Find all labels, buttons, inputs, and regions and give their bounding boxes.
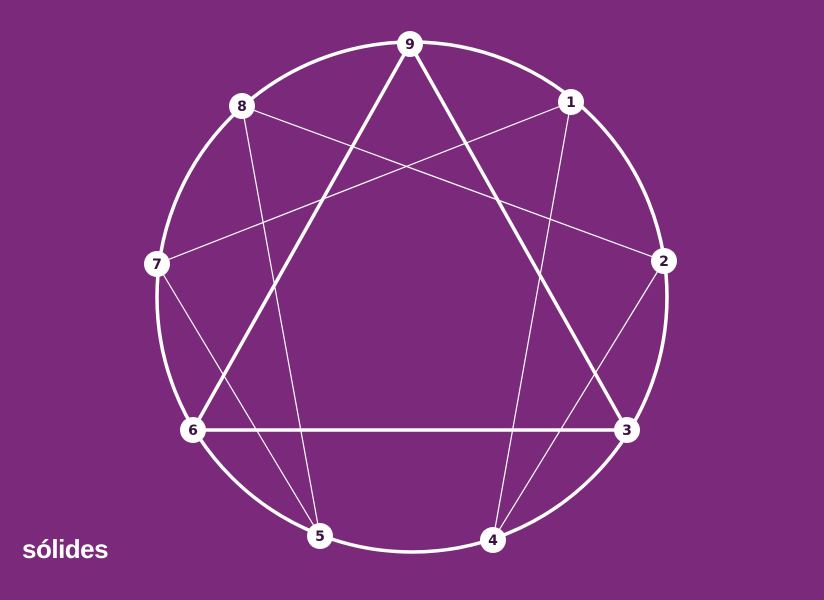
node-5: 5: [307, 523, 333, 549]
node-label: 9: [405, 37, 415, 53]
solides-logo: sólides: [22, 534, 109, 564]
node-4: 4: [480, 527, 506, 553]
hexad-line-8-5: [241, 105, 321, 537]
node-circle: [480, 527, 506, 553]
node-label: 8: [237, 99, 247, 115]
triangle-lines: [191, 42, 629, 432]
node-label: 1: [566, 95, 576, 111]
node-label: 7: [152, 257, 162, 273]
hexad-line-5-7: [156, 263, 321, 537]
hexad-line-2-8: [241, 105, 665, 262]
outer-circle: [155, 40, 669, 554]
hexad-line-7-1: [156, 101, 572, 265]
node-1: 1: [558, 89, 584, 115]
nodes: 9 1 2 3 4 5 6 7 8: [144, 31, 677, 553]
node-circle: [614, 417, 640, 443]
hexad-line-4-2: [492, 260, 665, 541]
node-2: 2: [651, 248, 677, 274]
hexad-lines: [156, 101, 665, 541]
node-circle: [144, 251, 170, 277]
node-circle: [558, 89, 584, 115]
node-label: 6: [188, 423, 198, 439]
node-label: 3: [622, 423, 632, 439]
triangle-line-6-9: [191, 42, 412, 432]
node-9: 9: [397, 31, 423, 57]
node-circle: [229, 93, 255, 119]
node-6: 6: [180, 417, 206, 443]
triangle-line-9-3: [408, 42, 629, 432]
node-label: 4: [488, 533, 498, 549]
node-3: 3: [614, 417, 640, 443]
node-circle: [397, 31, 423, 57]
node-circle: [651, 248, 677, 274]
node-8: 8: [229, 93, 255, 119]
node-circle: [180, 417, 206, 443]
node-7: 7: [144, 251, 170, 277]
node-label: 5: [315, 529, 325, 545]
hexad-line-1-4: [492, 101, 572, 541]
node-label: 2: [659, 254, 669, 270]
node-circle: [307, 523, 333, 549]
